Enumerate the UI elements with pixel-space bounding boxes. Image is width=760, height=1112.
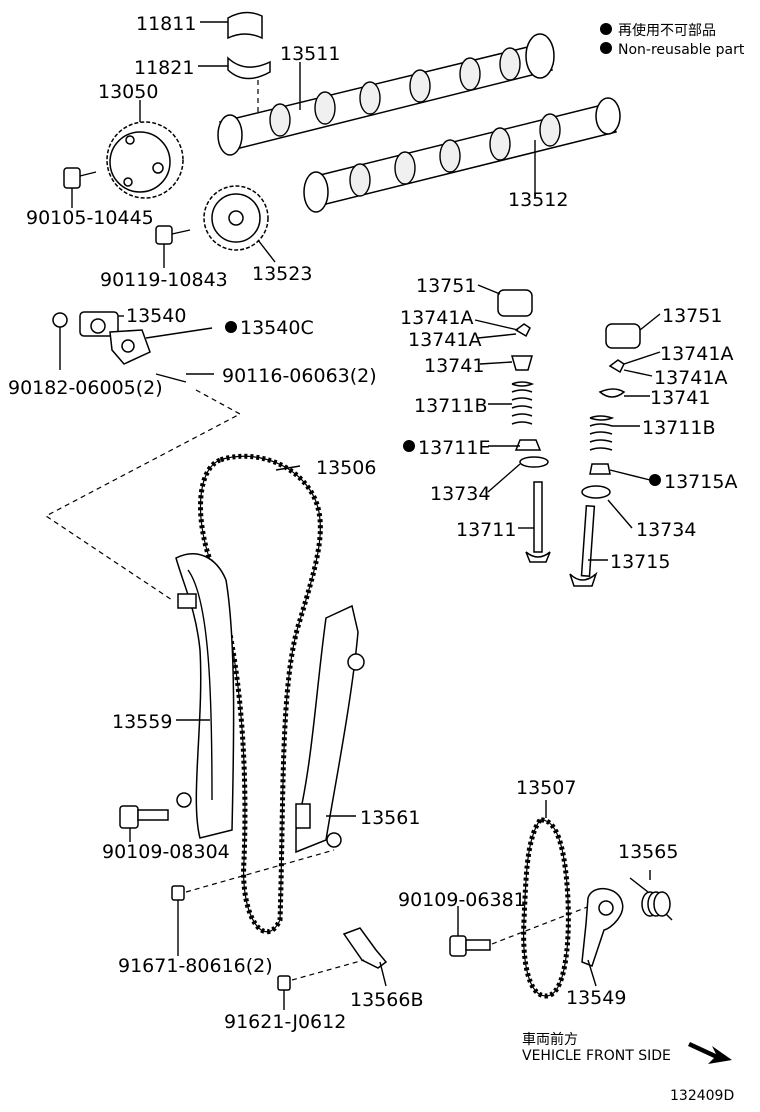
valve-train-right: [569, 313, 661, 587]
bearing-11811: [200, 11, 263, 40]
label-90105: 90105-10445: [26, 207, 154, 229]
label-13561: 13561: [360, 807, 420, 829]
label-13512: 13512: [508, 189, 568, 211]
label-13741a-1: 13741A: [400, 307, 473, 329]
label-13734-right: 13734: [636, 519, 696, 541]
diagram-code: 132409D: [670, 1088, 734, 1104]
damper-13566b: [342, 927, 388, 987]
bolt-91671: [171, 849, 335, 956]
legend-jp: 再使用不可部品: [618, 22, 716, 39]
vvt-gear-13050: [106, 100, 184, 199]
label-13711b-right: 13711B: [642, 417, 715, 439]
label-13734-left: 13734: [430, 483, 490, 505]
label-13741a-3: 13741A: [660, 343, 733, 365]
label-13711e: 13711E: [418, 437, 490, 459]
bolt-90109-06381: [449, 905, 591, 957]
label-13751-right: 13751: [662, 305, 722, 327]
label-13540: 13540: [126, 305, 186, 327]
label-90109-06381: 90109-06381: [398, 889, 526, 911]
label-13565: 13565: [618, 841, 678, 863]
camshaft-13511: [217, 33, 555, 156]
label-90182: 90182-06005(2): [8, 377, 163, 399]
label-11811: 11811: [136, 13, 196, 35]
non-reusable-dot-icon: [600, 42, 612, 54]
legend-en: Non-reusable part: [618, 42, 745, 58]
label-90116: 90116-06063(2): [222, 365, 377, 387]
label-90109-08304: 90109-08304: [102, 841, 230, 863]
label-91621: 91621-J0612: [224, 1011, 346, 1033]
label-13715: 13715: [610, 551, 670, 573]
label-13507: 13507: [516, 777, 576, 799]
label-90119: 90119-10843: [100, 269, 228, 291]
spring-13565: [629, 870, 673, 921]
direction-en: VEHICLE FRONT SIDE: [522, 1048, 671, 1064]
label-13741-left: 13741: [424, 355, 484, 377]
valve-train-left: [474, 284, 551, 563]
non-reusable-dot-icon: [225, 321, 237, 333]
label-91671: 91671-80616(2): [118, 955, 273, 977]
label-13751-left: 13751: [416, 275, 476, 297]
label-13511: 13511: [280, 43, 340, 65]
bolt-90119: [155, 225, 191, 268]
label-13540c: 13540C: [240, 317, 314, 339]
bolt-91621: [277, 959, 365, 1010]
label-13566b: 13566B: [350, 989, 423, 1011]
direction-jp: 車両前方: [522, 1031, 578, 1048]
bolt-90105: [63, 167, 97, 208]
front-direction-arrow-icon: [688, 1042, 732, 1064]
non-reusable-dot-icon: [649, 474, 661, 486]
label-13741a-2: 13741A: [408, 329, 481, 351]
non-reusable-dot-icon: [403, 440, 415, 452]
label-13711b-left: 13711B: [414, 395, 487, 417]
label-13549: 13549: [566, 987, 626, 1009]
chain-guide-13559: [175, 553, 235, 839]
tensioner-arm-13549: [581, 888, 624, 987]
label-13715a: 13715A: [664, 471, 737, 493]
camshaft-13512: [303, 97, 621, 213]
non-reusable-dot-icon: [600, 23, 612, 35]
label-13523: 13523: [252, 263, 312, 285]
chain-slipper-13561: [295, 604, 365, 854]
label-13741a-4: 13741A: [654, 367, 727, 389]
bolt-90109-08304: [119, 805, 169, 842]
chain-13507: [521, 800, 571, 999]
label-13711: 13711: [456, 519, 516, 541]
tensioner-13540: [44, 311, 242, 601]
label-13559: 13559: [112, 711, 172, 733]
bearing-11821: [198, 56, 271, 112]
label-13741-right: 13741: [650, 387, 710, 409]
label-11821: 11821: [134, 57, 194, 79]
sprocket-13523: [203, 185, 276, 263]
legend: 再使用不可部品 Non-reusable part: [600, 22, 745, 58]
label-13506: 13506: [316, 457, 376, 479]
label-13050: 13050: [98, 81, 158, 103]
part-labels: 11811 11821 13511 13050 90105-10445 1351…: [8, 13, 737, 1033]
